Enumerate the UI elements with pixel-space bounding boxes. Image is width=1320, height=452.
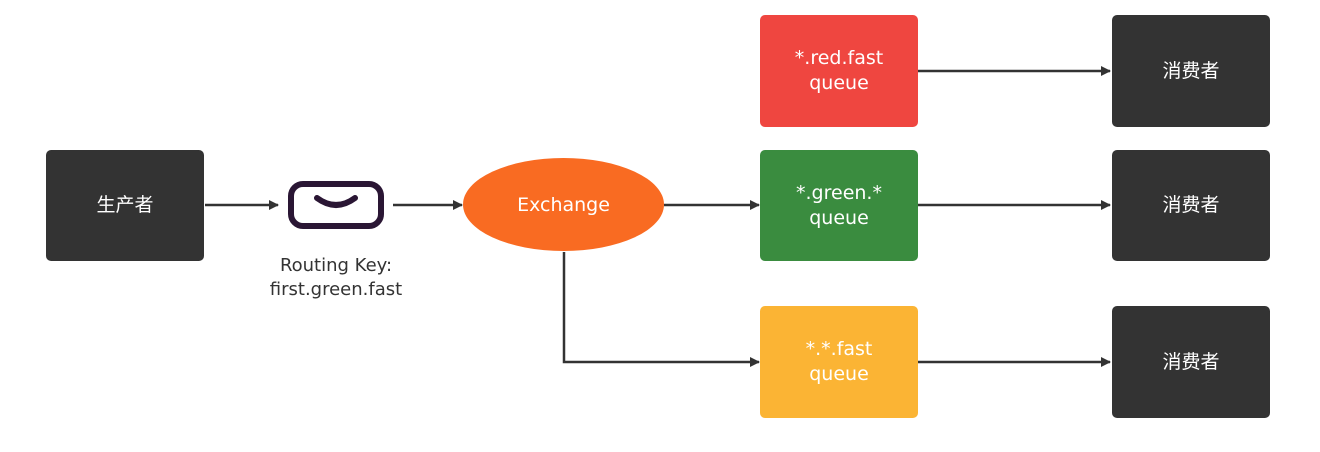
routing-key-caption: Routing Key: first.green.fast xyxy=(226,254,446,302)
queue-green: *.green.* queue xyxy=(760,150,918,261)
routing-key-label: Routing Key: xyxy=(279,255,393,276)
producer-label: 生产者 xyxy=(96,194,154,216)
consumer-box-3: 消费者 xyxy=(1112,306,1270,418)
consumer-box-1: 消费者 xyxy=(1112,15,1270,127)
queue-pattern: *.*.fast xyxy=(805,338,873,360)
routing-key-value: first.green.fast xyxy=(269,279,403,300)
arrow-exchange-to-yellow-queue xyxy=(562,252,760,367)
producer-box: 生产者 xyxy=(46,150,204,261)
consumer-label: 消费者 xyxy=(1162,59,1220,82)
envelope-icon xyxy=(288,181,384,229)
queue-label: queue xyxy=(809,363,869,385)
queue-label: queue xyxy=(809,206,869,229)
queue-pattern: *.green.* xyxy=(796,181,882,204)
queue-red-fast: *.red.fast queue xyxy=(760,15,918,127)
exchange-node: Exchange xyxy=(463,158,664,251)
consumer-label: 消费者 xyxy=(1162,350,1220,373)
queue-label: queue xyxy=(809,72,869,94)
consumer-box-2: 消费者 xyxy=(1112,150,1270,261)
queue-any-fast: *.*.fast queue xyxy=(760,306,918,418)
queue-pattern: *.red.fast xyxy=(794,47,884,69)
consumer-label: 消费者 xyxy=(1162,194,1220,216)
exchange-label: Exchange xyxy=(517,193,610,216)
